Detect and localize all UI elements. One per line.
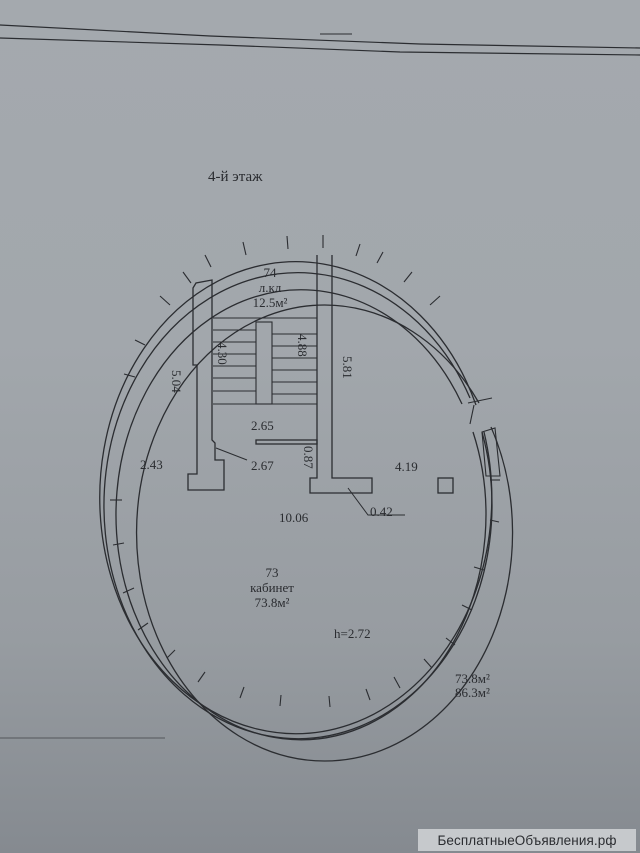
room-73-area: 73.8м² (254, 594, 290, 610)
leader-267 (215, 447, 248, 461)
room-74-label: 74 л.кл 12.5м² (242, 265, 298, 311)
dimension-087: 0.87 (301, 446, 316, 469)
dimension-504: 5.04 (169, 370, 184, 393)
dimension-1006: 10.06 (279, 510, 309, 525)
total-area: 86.3м² (455, 685, 490, 700)
leader-042 (347, 487, 405, 516)
room-73-number: 73 (265, 565, 279, 580)
outer-wall (99, 261, 514, 762)
ceiling-height: h=2.72 (334, 626, 371, 641)
dimension-581: 5.81 (340, 356, 355, 379)
watermark: БесплатныеОбъявления.рф (418, 829, 636, 851)
room-74-name: л.кл (258, 279, 282, 295)
header-line-top (0, 24, 640, 49)
dimension-430: 4.30 (215, 342, 230, 365)
dimension-419: 4.19 (395, 459, 418, 474)
dimension-265: 2.65 (251, 418, 274, 433)
dimension-243: 2.43 (140, 457, 163, 472)
wall-stub-right (481, 427, 501, 477)
door-gap-top (467, 397, 493, 404)
dimension-488: 4.88 (295, 334, 310, 357)
left-stair-wall (187, 279, 225, 491)
column (437, 477, 454, 494)
floor-title: 4-й этаж (208, 169, 263, 185)
partition (255, 439, 318, 445)
room-73-label: 73 кабинет 73.8м² (232, 565, 312, 611)
dimension-042: 0.42 (370, 504, 393, 519)
right-stair-wall (309, 255, 373, 494)
room-73-name: кабинет (250, 579, 294, 595)
dimension-267: 2.67 (251, 458, 274, 473)
room-74-area: 12.5м² (252, 294, 288, 310)
wall-segments (110, 235, 500, 708)
room-74-number: 74 (263, 265, 277, 280)
staircase (213, 317, 317, 405)
living-area-total: 73.8м² (455, 671, 490, 686)
header-line-bottom (0, 37, 640, 56)
